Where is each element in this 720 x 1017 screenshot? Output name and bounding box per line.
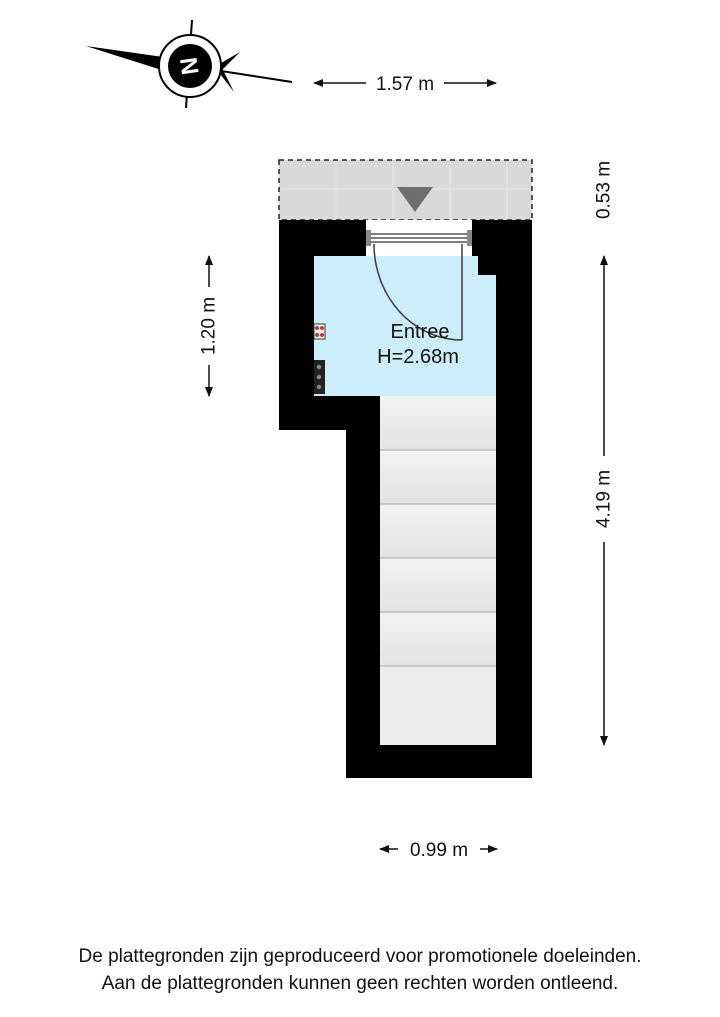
disclaimer-line-1: De plattegronden zijn geproduceerd voor … <box>78 946 642 967</box>
disclaimer-line-2: Aan de plattegronden kunnen geen rechten… <box>101 973 619 994</box>
dimension-stair-length-label: 4.19 m <box>594 470 615 528</box>
dimension-bottom-width: 0.99 m <box>379 840 498 861</box>
dimension-top-width: 1.57 m <box>313 74 497 95</box>
walls <box>279 220 532 778</box>
dimension-entry-depth: 1.20 m <box>199 255 220 397</box>
porch-area <box>278 159 533 221</box>
dimension-stair-length: 4.19 m <box>594 255 615 746</box>
dimension-bottom-width-label: 0.99 m <box>410 840 468 861</box>
room-entree-height: H=2.68m <box>377 346 459 368</box>
north-arrow-compass-icon: N <box>86 19 293 109</box>
dimension-entry-depth-label: 1.20 m <box>199 297 220 355</box>
staircase <box>380 396 496 745</box>
entrance-marker-icon <box>397 187 433 212</box>
dimension-porch-depth-label: 0.53 m <box>594 161 615 219</box>
meter-cabinet-icon <box>313 323 326 394</box>
room-entree: Entree H=2.68m <box>314 243 496 396</box>
front-door <box>366 220 472 256</box>
dimension-top-width-label: 1.57 m <box>376 74 434 95</box>
compass-north-label: N <box>175 56 204 77</box>
room-entree-name: Entree <box>391 321 450 343</box>
dimension-porch-depth: 0.53 m <box>594 161 615 219</box>
